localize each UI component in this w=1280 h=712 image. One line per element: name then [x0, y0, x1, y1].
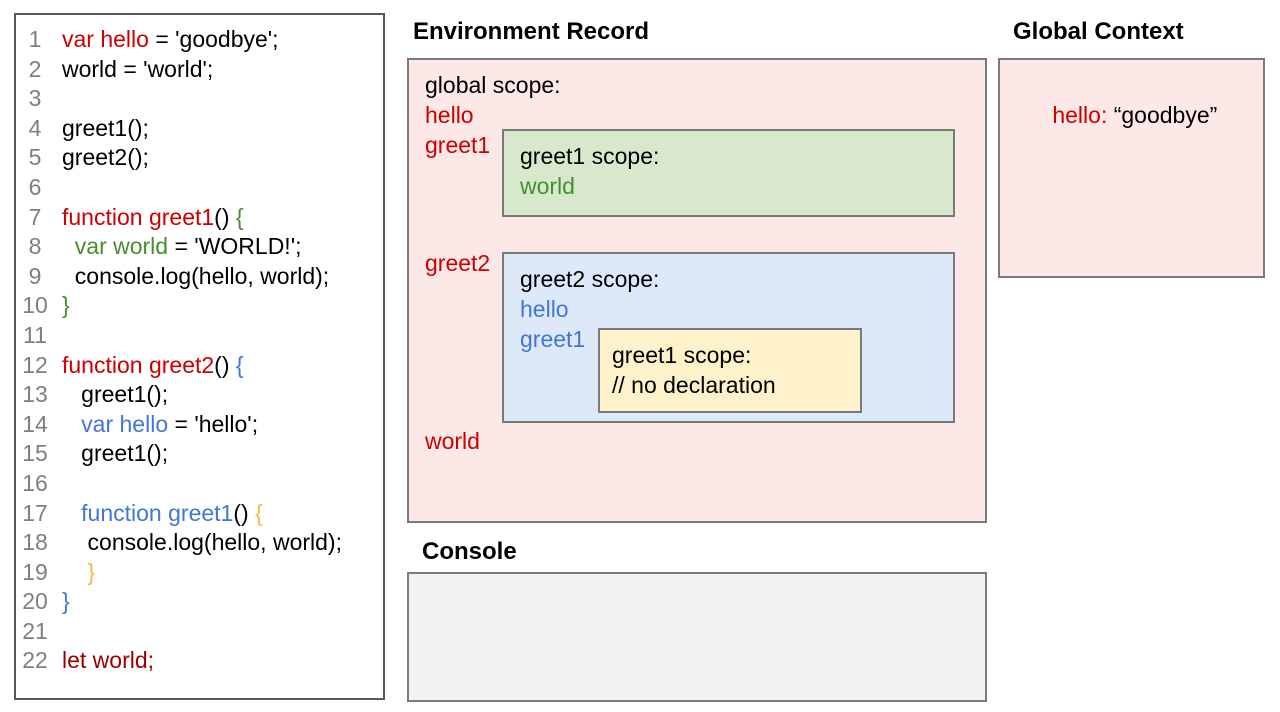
nested-greet1-scope-label: greet1 scope: [612, 342, 752, 368]
code-line: 4 greet1(); [16, 114, 383, 144]
line-number: 4 [28, 114, 42, 141]
line-number: 6 [28, 173, 42, 200]
global-scope-entry-greet1: greet1 [425, 132, 491, 158]
global-scope-box: global scope: hello greet1 greet2 world … [407, 58, 987, 523]
line-number: 16 [22, 469, 48, 496]
line-number: 10 [22, 292, 48, 319]
greet2-scope-entry-hello: hello [520, 296, 569, 322]
console-box [407, 572, 987, 702]
line-number: 13 [22, 381, 48, 408]
code-line: 1 var hello = 'goodbye'; [16, 25, 383, 55]
code-text: var world = 'WORLD!'; [74, 233, 302, 260]
global-context-title: Global Context [1013, 18, 1184, 45]
code-text: } [62, 292, 70, 319]
line-number: 8 [28, 233, 42, 260]
code-line: 7 function greet1() { [16, 203, 383, 233]
code-line: 10} [16, 291, 383, 321]
line-number: 19 [22, 558, 48, 585]
code-line: 15 greet1(); [16, 439, 383, 469]
code-line: 18 console.log(hello, world); [16, 528, 383, 558]
code-line: 12 function greet2() { [16, 351, 383, 381]
code-text: greet1(); [62, 440, 169, 467]
line-number: 1 [28, 26, 42, 52]
line-number: 3 [28, 85, 42, 112]
code-line: 5 greet2(); [16, 143, 383, 173]
code-lines: 1 var hello = 'goodbye'; 2 world = 'world';… [16, 25, 383, 676]
line-number: 12 [22, 351, 48, 378]
greet2-scope-entry-greet1: greet1 [520, 326, 586, 352]
code-text: greet1(); [62, 114, 149, 141]
code-text: } [62, 588, 70, 615]
greet2-scope-box: greet2 scope: hello greet1 greet1 scope:… [502, 252, 955, 423]
global-context-entry-value: “goodbye” [1107, 102, 1218, 128]
code-text: let world; [62, 647, 155, 674]
code-line: 6 [16, 173, 383, 203]
code-line: 14 var hello = 'hello'; [16, 410, 383, 440]
console-title: Console [422, 538, 517, 565]
code-line: 3 [16, 84, 383, 114]
code-text: function greet1() { [81, 499, 263, 526]
code-text: greet2(); [62, 144, 149, 171]
greet1-scope-box: greet1 scope: world [502, 129, 955, 217]
code-line: 19 } [16, 558, 383, 588]
greet1-scope-label: greet1 scope: [520, 143, 660, 169]
nested-greet1-scope-box: greet1 scope: // no declaration [598, 328, 862, 413]
code-text: world = 'world'; [62, 55, 214, 82]
line-number: 18 [22, 529, 48, 556]
code-text: var hello = 'hello'; [81, 410, 259, 437]
environment-record-title: Environment Record [413, 18, 650, 45]
greet2-scope-label: greet2 scope: [520, 266, 660, 292]
code-text: function greet1() { [62, 203, 244, 230]
code-line: 22 let world; [16, 646, 383, 676]
line-number: 20 [22, 588, 48, 615]
line-number: 17 [22, 499, 48, 526]
code-line: 17 function greet1() { [16, 499, 383, 529]
line-number: 11 [23, 321, 47, 348]
code-line: 16 [16, 469, 383, 499]
code-text: function greet2() { [62, 351, 244, 378]
nested-greet1-scope-comment: // no declaration [612, 372, 776, 398]
code-panel: 1 var hello = 'goodbye'; 2 world = 'world';… [14, 13, 385, 700]
global-context-entry-name: hello: [1052, 102, 1108, 128]
code-text: greet1(); [62, 381, 169, 408]
global-context-box: hello: “goodbye” [998, 58, 1265, 278]
code-text: console.log(hello, world); [62, 529, 342, 556]
global-scope-entry-greet2: greet2 [425, 250, 491, 276]
global-scope-label: global scope: [425, 72, 561, 98]
line-number: 5 [28, 144, 42, 171]
line-number: 15 [22, 440, 48, 467]
global-context-entry: hello: “goodbye” [1014, 70, 1217, 160]
line-number: 21 [22, 617, 48, 644]
line-number: 2 [28, 55, 42, 82]
code-line: 2 world = 'world'; [16, 55, 383, 85]
line-number: 14 [22, 410, 48, 437]
code-line: 13 greet1(); [16, 380, 383, 410]
code-line: 21 [16, 617, 383, 647]
global-scope-entry-world: world [425, 428, 480, 454]
line-number: 9 [28, 262, 42, 289]
code-line: 9 console.log(hello, world); [16, 262, 383, 292]
greet1-scope-entry-world: world [520, 173, 575, 199]
line-number: 22 [22, 647, 48, 674]
code-line: 8 var world = 'WORLD!'; [16, 232, 383, 262]
code-text: console.log(hello, world); [62, 262, 330, 289]
global-scope-entry-hello: hello [425, 102, 474, 128]
code-line: 20} [16, 587, 383, 617]
code-text: } [62, 558, 96, 585]
code-text: var hello = 'goodbye'; [62, 26, 279, 52]
line-number: 7 [28, 203, 42, 230]
code-line: 11 [16, 321, 383, 351]
